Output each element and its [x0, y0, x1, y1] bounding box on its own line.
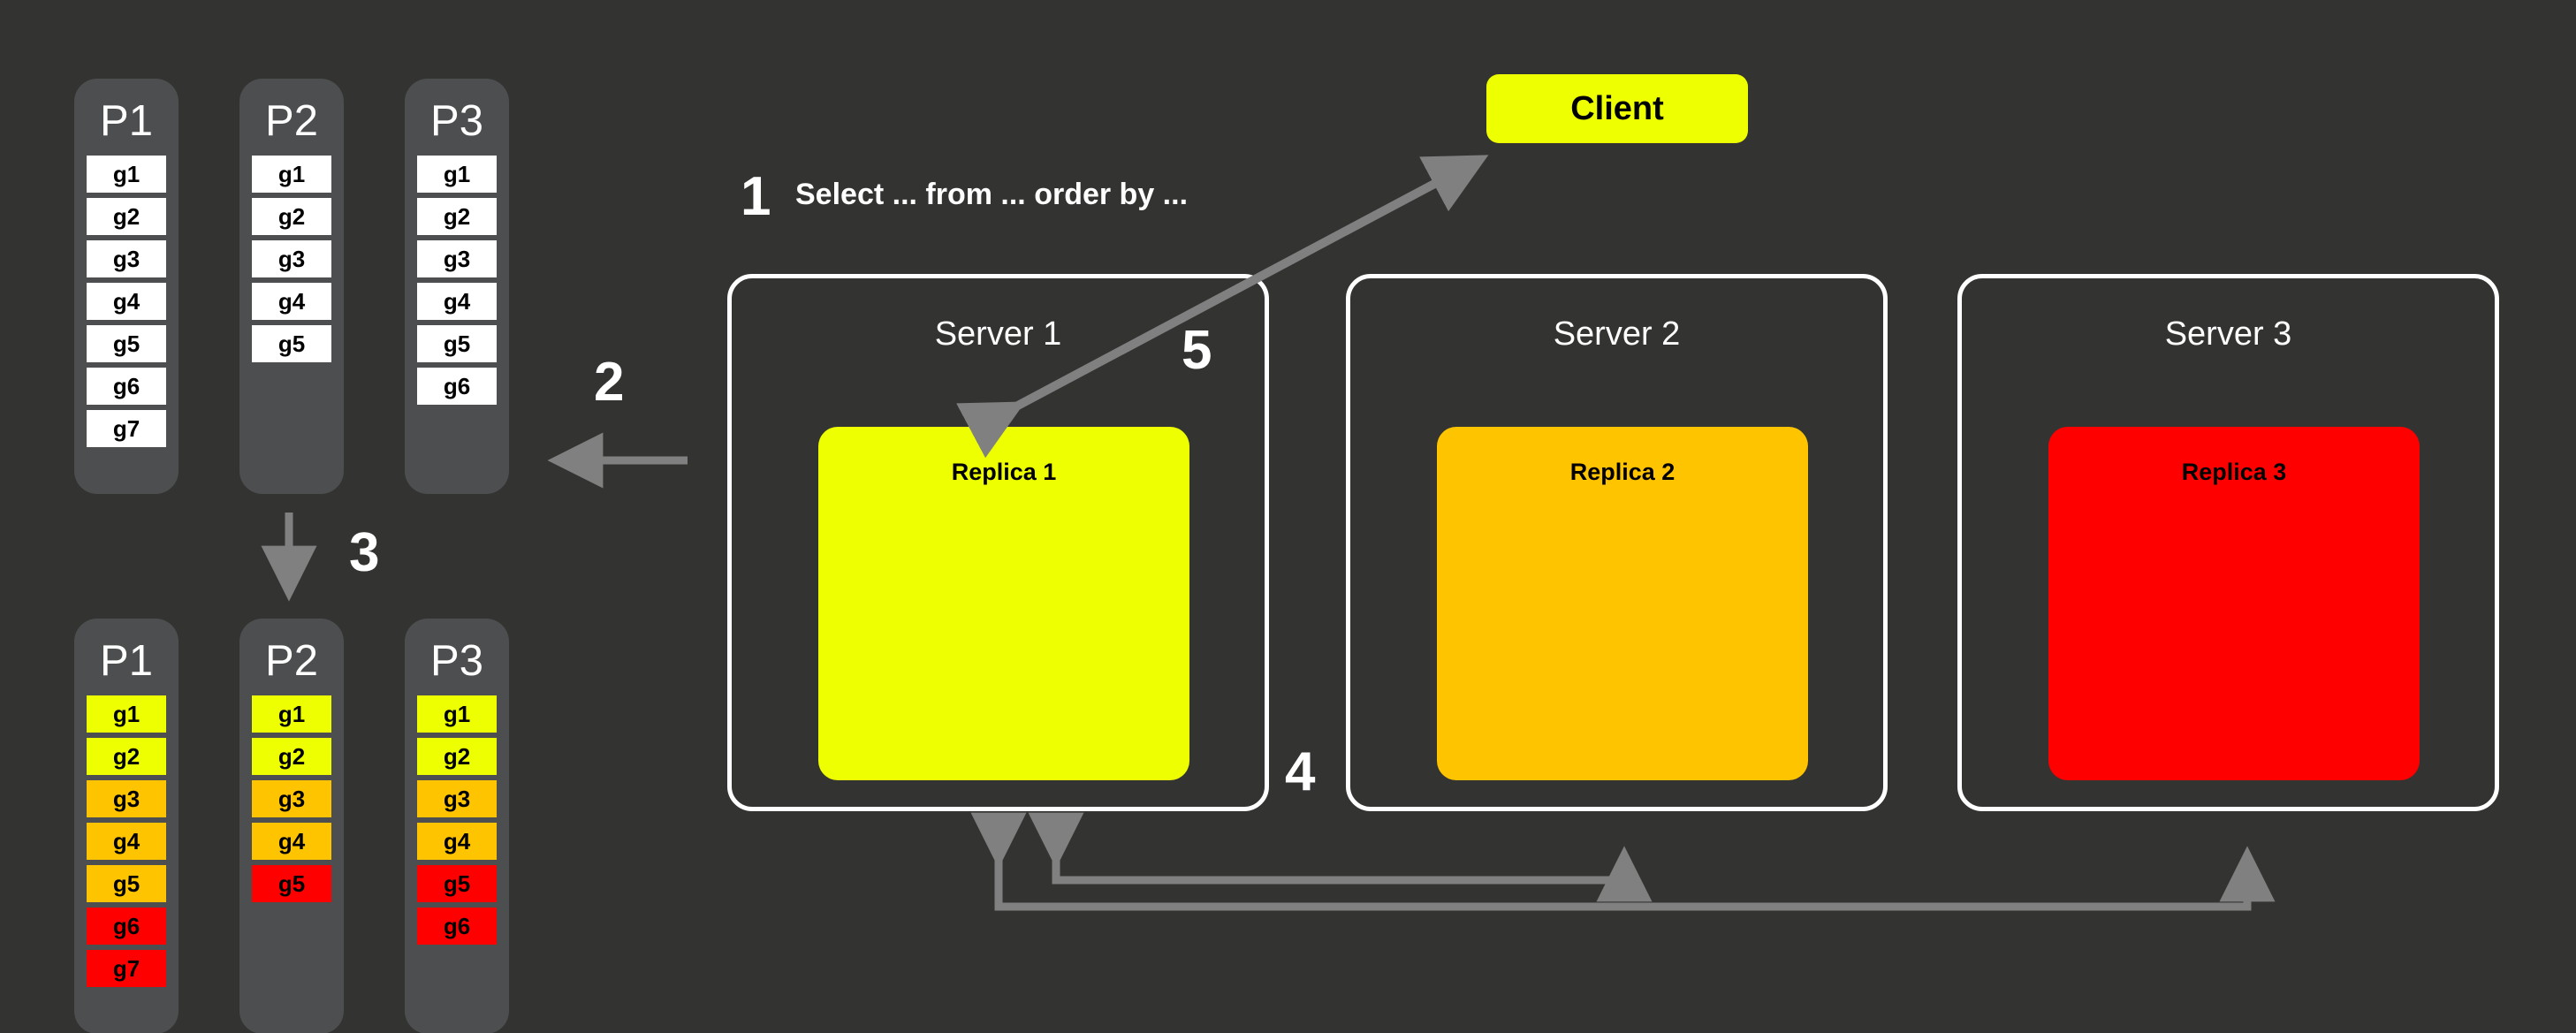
grain-cell: g7 — [87, 950, 166, 987]
replica-label: Replica 2 — [1569, 459, 1676, 485]
grain-cell: g1 — [87, 156, 166, 193]
arrow-step-4-inner — [1028, 812, 1653, 902]
grain-cell: g1 — [252, 156, 331, 193]
step-number-1: 1 — [741, 166, 771, 227]
step-number-4: 4 — [1285, 741, 1316, 802]
partition-title: P2 — [265, 637, 318, 685]
grain-cell: g1 — [417, 695, 497, 733]
grain-cell: g5 — [252, 325, 331, 362]
server-box-1[interactable]: Server 1 Replica 1 — [727, 274, 1269, 811]
grain-cell: g7 — [87, 410, 166, 447]
partition-title: P1 — [100, 97, 153, 145]
partition-column-bottom-p1: P1 g1 g2 g3 g4 g5 g6 g7 — [74, 619, 179, 1033]
replica-label: Replica 3 — [2181, 459, 2287, 485]
grain-cell: g2 — [252, 738, 331, 775]
server-box-3[interactable]: Server 3 Replica 3 — [1957, 274, 2499, 811]
partition-cells: g1 g2 g3 g4 g5 g6 g7 — [74, 695, 179, 987]
grain-cell: g6 — [87, 368, 166, 405]
grain-cell: g3 — [417, 240, 497, 277]
partition-title: P1 — [100, 637, 153, 685]
partition-title: P2 — [265, 97, 318, 145]
grain-cell: g2 — [417, 738, 497, 775]
grain-cell: g3 — [87, 780, 166, 817]
replica-box-2[interactable]: Replica 2 — [1437, 427, 1808, 780]
server-box-2[interactable]: Server 2 Replica 2 — [1346, 274, 1888, 811]
grain-cell: g5 — [252, 865, 331, 902]
grain-cell: g4 — [417, 823, 497, 860]
partition-title: P3 — [430, 637, 483, 685]
grain-cell: g2 — [417, 198, 497, 235]
server-title: Server 1 — [934, 315, 1062, 353]
replica-label: Replica 1 — [951, 459, 1057, 485]
partition-column-top-p2: P2 g1 g2 g3 g4 g5 — [239, 79, 344, 494]
grain-cell: g1 — [417, 156, 497, 193]
partition-cells: g1 g2 g3 g4 g5 — [239, 695, 344, 902]
grain-cell: g5 — [417, 325, 497, 362]
partition-cells: g1 g2 g3 g4 g5 g6 g7 — [74, 156, 179, 447]
grain-cell: g3 — [417, 780, 497, 817]
client-box[interactable]: Client — [1486, 74, 1748, 143]
server-title: Server 2 — [1553, 315, 1681, 353]
partition-column-top-p3: P3 g1 g2 g3 g4 g5 g6 — [405, 79, 509, 494]
grain-cell: g4 — [87, 283, 166, 320]
step-number-3: 3 — [349, 522, 380, 583]
server-title: Server 3 — [2164, 315, 2292, 353]
partition-cells: g1 g2 g3 g4 g5 g6 — [405, 695, 509, 945]
grain-cell: g4 — [252, 283, 331, 320]
partition-cells: g1 g2 g3 g4 g5 — [239, 156, 344, 362]
grain-cell: g4 — [87, 823, 166, 860]
replica-box-3[interactable]: Replica 3 — [2048, 427, 2420, 780]
partition-cells: g1 g2 g3 g4 g5 g6 — [405, 156, 509, 405]
grain-cell: g4 — [417, 283, 497, 320]
partition-column-bottom-p3: P3 g1 g2 g3 g4 g5 g6 — [405, 619, 509, 1033]
grain-cell: g2 — [252, 198, 331, 235]
step-number-2: 2 — [594, 352, 625, 413]
client-label: Client — [1570, 89, 1664, 127]
grain-cell: g2 — [87, 738, 166, 775]
arrow-step-4-outer — [970, 812, 2276, 911]
grain-cell: g3 — [87, 240, 166, 277]
grain-cell: g5 — [417, 865, 497, 902]
grain-cell: g3 — [252, 240, 331, 277]
partition-column-bottom-p2: P2 g1 g2 g3 g4 g5 — [239, 619, 344, 1033]
grain-cell: g5 — [87, 865, 166, 902]
replica-box-1[interactable]: Replica 1 — [818, 427, 1189, 780]
grain-cell: g5 — [87, 325, 166, 362]
grain-cell: g1 — [252, 695, 331, 733]
grain-cell: g6 — [417, 368, 497, 405]
grain-cell: g6 — [87, 908, 166, 945]
partition-title: P3 — [430, 97, 483, 145]
grain-cell: g2 — [87, 198, 166, 235]
grain-cell: g3 — [252, 780, 331, 817]
query-caption: Select ... from ... order by ... — [795, 178, 1189, 211]
partition-column-top-p1: P1 g1 g2 g3 g4 g5 g6 g7 — [74, 79, 179, 494]
grain-cell: g4 — [252, 823, 331, 860]
grain-cell: g1 — [87, 695, 166, 733]
grain-cell: g6 — [417, 908, 497, 945]
